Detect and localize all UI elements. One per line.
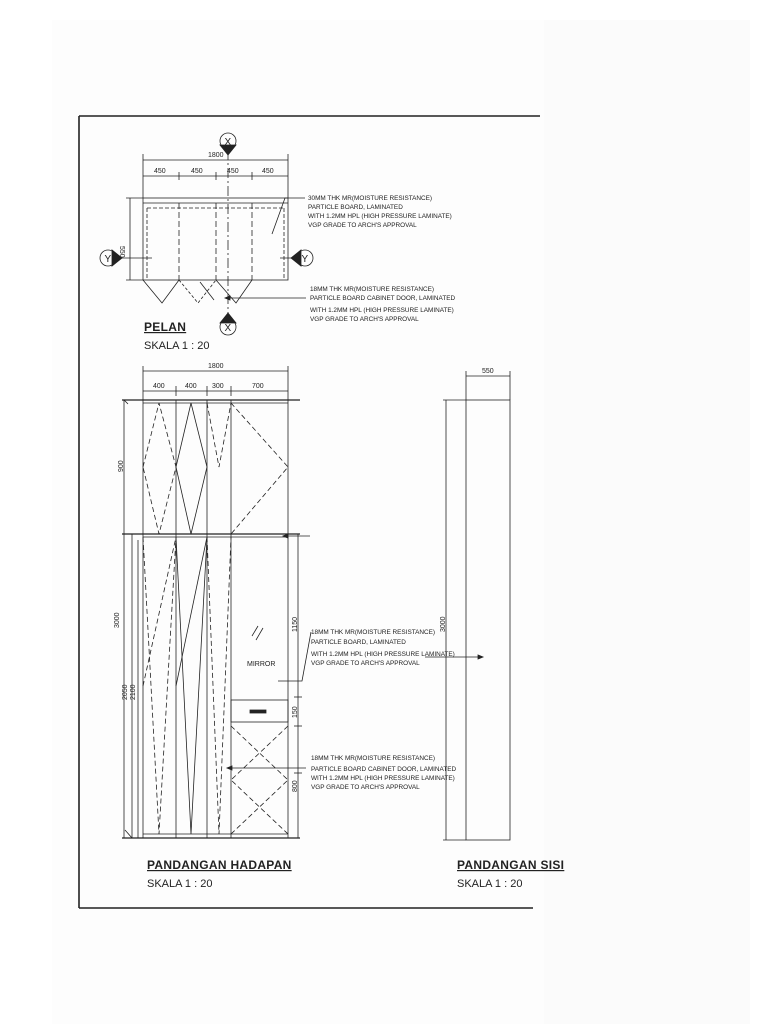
front-note-b-line-3: WITH 1.2MM HPL (HIGH PRESSURE LAMINATE): [311, 775, 455, 782]
plan-dim-total: 1800: [208, 152, 224, 159]
front-note-a-line-3: WITH 1.2MM HPL (HIGH PRESSURE LAMINATE): [311, 651, 455, 658]
front-view: 1800 400 400 300 700 MIRROR: [114, 363, 457, 890]
plan-note-bottom-line-3: WITH 1.2MM HPL (HIGH PRESSURE LAMINATE): [310, 307, 454, 314]
side-title: PANDANGAN SISI: [457, 858, 564, 872]
plan-note-top-line-3: WITH 1.2MM HPL (HIGH PRESSURE LAMINATE): [308, 213, 452, 220]
plan-view: 1800 450 450 450 450 550 X: [99, 132, 456, 352]
front-dim-mirror: 1150: [292, 617, 299, 632]
front-note-b-line-4: VGP GRADE TO ARCH'S APPROVAL: [311, 784, 420, 791]
front-dim-lower-a: 2050: [122, 684, 129, 700]
front-note-a-line-2: PARTICLE BOARD, LAMINATED: [311, 639, 406, 646]
side-scale: SKALA 1 : 20: [457, 878, 522, 890]
section-y-right-label: Y: [302, 254, 309, 265]
plan-dim-seg-1: 450: [154, 168, 166, 175]
front-note-b-line-1: 18MM THK MR(MOISTURE RESISTANCE): [311, 755, 435, 762]
front-dim-seg-2: 400: [185, 383, 197, 390]
section-y-left-label: Y: [105, 254, 112, 265]
front-dim-seg-4: 700: [252, 383, 264, 390]
front-note-a-line-1: 18MM THK MR(MOISTURE RESISTANCE): [311, 629, 435, 636]
plan-dim-seg-4: 450: [262, 168, 274, 175]
front-scale: SKALA 1 : 20: [147, 878, 212, 890]
plan-note-bottom-line-2: PARTICLE BOARD CABINET DOOR, LAMINATED: [310, 295, 456, 302]
front-dim-seg-1: 400: [153, 383, 165, 390]
plan-note-top-line-4: VGP GRADE TO ARCH'S APPROVAL: [308, 222, 417, 229]
front-dim-bottom: 800: [292, 780, 299, 792]
plan-dim-seg-2: 450: [191, 168, 203, 175]
section-x-top-label: X: [225, 137, 232, 148]
side-dim-height: 3000: [440, 616, 447, 632]
plan-note-top-line-1: 30MM THK MR(MOISTURE RESISTANCE): [308, 195, 432, 202]
front-dim-drawer: 150: [292, 706, 299, 718]
plan-note-top-line-2: PARTICLE BOARD, LAMINATED: [308, 204, 403, 211]
plan-dim-depth: 550: [118, 246, 125, 258]
front-title: PANDANGAN HADAPAN: [147, 858, 292, 872]
mirror-label: MIRROR: [247, 661, 275, 668]
front-note-a-line-4: VGP GRADE TO ARCH'S APPROVAL: [311, 660, 420, 667]
section-x-bottom-label: X: [225, 323, 232, 334]
front-dim-total: 1800: [208, 363, 224, 370]
plan-title: PELAN: [144, 320, 186, 334]
drawing-sheet: [52, 20, 544, 1024]
side-view: 550 3000 PANDANGAN SISI SKALA 1 : 20: [425, 368, 564, 890]
plan-note-bottom-line-1: 18MM THK MR(MOISTURE RESISTANCE): [310, 286, 434, 293]
plan-note-bottom-line-4: VGP GRADE TO ARCH'S APPROVAL: [310, 316, 419, 323]
plan-dim-seg-3: 450: [227, 168, 239, 175]
plan-scale: SKALA 1 : 20: [144, 340, 209, 352]
sheet-margin: [544, 20, 750, 1024]
front-dim-seg-3: 300: [212, 383, 224, 390]
front-dim-lower-b: 2100: [130, 684, 137, 700]
front-dim-upper: 900: [118, 460, 125, 472]
side-dim-depth: 550: [482, 368, 494, 375]
front-note-b-line-2: PARTICLE BOARD CABINET DOOR, LAMINATED: [311, 766, 457, 773]
front-dim-overall: 3000: [114, 612, 121, 628]
